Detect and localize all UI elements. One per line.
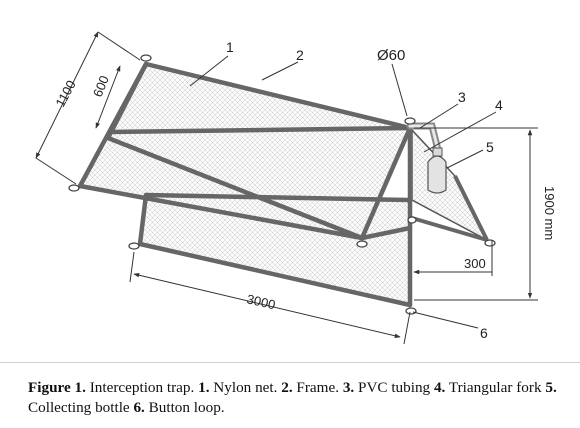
pvc-tubing-inner	[408, 124, 440, 152]
dimension-label-fork-offset: 300	[464, 256, 486, 271]
caption-item-num: 1.	[198, 379, 210, 396]
callout-6: 6	[480, 325, 488, 341]
dimension-lines	[35, 31, 538, 345]
dimension-label-roof-width: 1100	[52, 78, 78, 110]
caption-item-num: 5.	[545, 379, 557, 396]
end-triangle-net	[411, 128, 489, 242]
caption-item-text: Frame.	[296, 379, 340, 396]
caption-item-num: 6.	[133, 399, 145, 416]
dimension-label-length: 3000	[245, 291, 277, 312]
callout-2: 2	[296, 47, 304, 63]
callout-4: 4	[495, 97, 503, 113]
caption-item-text: Nylon net.	[213, 379, 278, 396]
caption-item-num: 4.	[433, 379, 446, 396]
leader-lines	[189, 55, 497, 329]
caption-divider	[0, 362, 580, 363]
caption-item-num: 2.	[281, 379, 293, 396]
callout-diameter: Ø60	[377, 47, 405, 64]
caption-item-text: Button loop.	[148, 399, 225, 416]
dimension-label-height: 1900 mm	[542, 186, 557, 240]
fork-arm-upper	[453, 175, 489, 241]
figure-caption: Figure 1. Interception trap. 1. Nylon ne…	[28, 378, 568, 418]
caption-item-num: 3.	[342, 379, 355, 396]
callout-5: 5	[486, 139, 494, 155]
callout-1: 1	[226, 39, 234, 55]
caption-label: Figure 1.	[28, 379, 86, 396]
caption-item-text: PVC tubing	[358, 379, 431, 396]
caption-title: Interception trap.	[89, 379, 195, 396]
caption-item-text: Triangular fork	[448, 379, 542, 396]
callout-3: 3	[458, 89, 466, 105]
collecting-bottle	[427, 147, 447, 194]
button-loops	[68, 54, 496, 315]
caption-item-text: Collecting bottle	[28, 399, 130, 416]
fork-arm-lower	[411, 216, 488, 242]
